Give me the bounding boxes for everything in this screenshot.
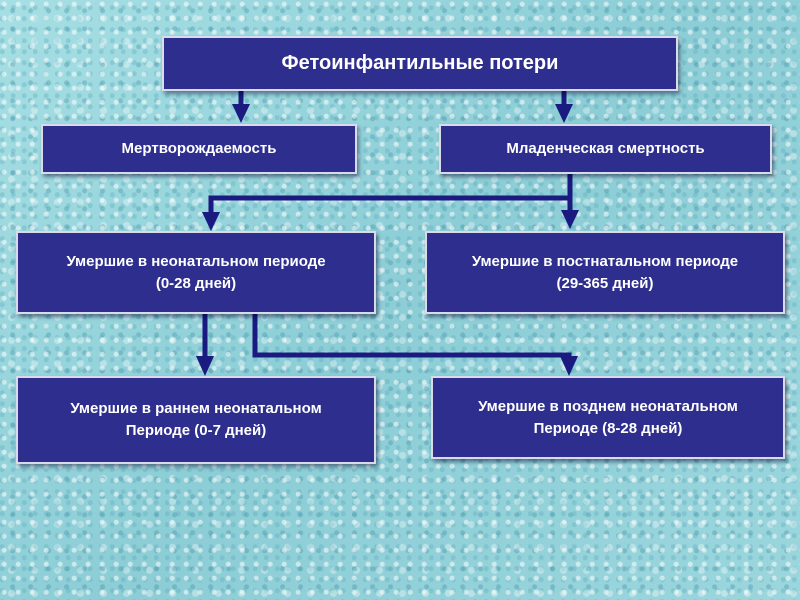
box-neonatal-line2: (0-28 дней) [155,274,237,292]
box-infant-label: Младенческая смертность [506,140,705,158]
arrowhead-late [560,356,578,376]
box-stillbirth: Мертворождаемость [41,124,357,174]
box-late-neonatal-deaths: Умершие в позднем неонатальном Периоде (… [431,376,785,459]
box-root-label: Фетоинфантильные потери [281,52,559,74]
arrowhead-early [196,356,214,376]
box-early-neonatal-deaths: Умершие в раннем неонатальном Периоде (0… [16,376,376,464]
box-stillbirth-label: Мертворождаемость [121,140,277,158]
arrowhead-neonatal [202,212,220,231]
box-postneonatal-line1: Умершие в постнатальном периоде [471,252,739,270]
box-early-line1: Умершие в раннем неонатальном [70,400,322,418]
box-late-line2: Периоде (8-28 дней) [533,419,683,437]
box-postneonatal-line2: (29-365 дней) [556,274,654,292]
connector-neonatal-late [252,314,572,358]
arrowhead-stillbirth [232,104,250,123]
box-postneonatal-deaths: Умершие в постнатальном периоде (29-365 … [425,231,785,314]
box-neonatal-line1: Умершие в неонатальном периоде [66,252,326,270]
box-infant-mortality: Младенческая смертность [439,124,772,174]
connector-infant-neonatal [208,195,570,214]
box-neonatal-deaths: Умершие в неонатальном периоде (0-28 дне… [16,231,376,314]
arrowhead-postneonatal [561,210,579,229]
arrowhead-infant [555,104,573,123]
box-fetoinfant-losses: Фетоинфантильные потери [162,36,678,91]
box-late-line1: Умершие в позднем неонатальном [478,397,738,415]
box-early-line2: Периоде (0-7 дней) [125,422,267,439]
